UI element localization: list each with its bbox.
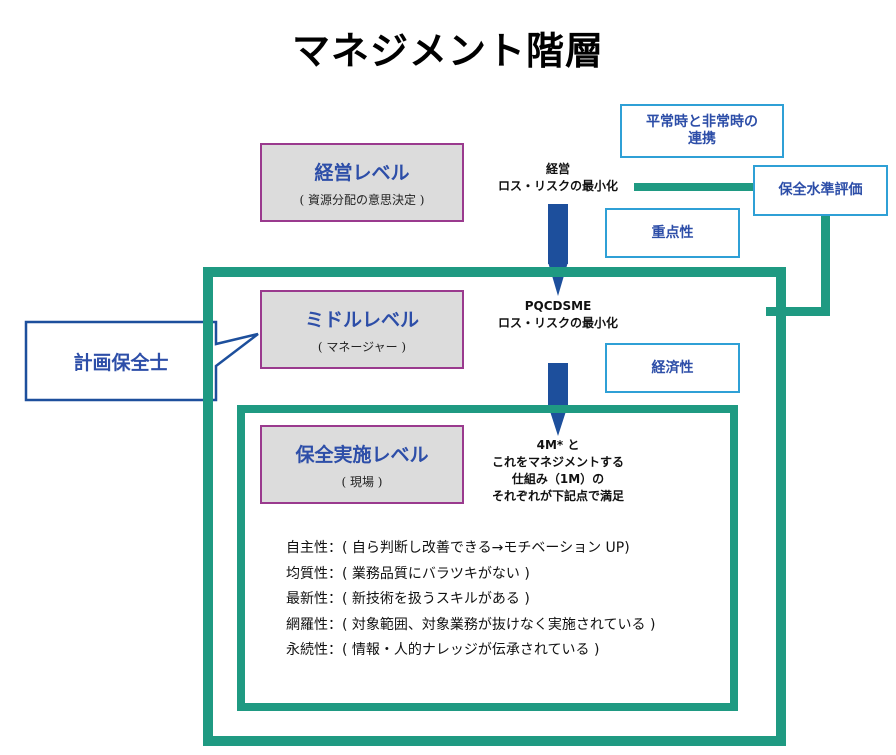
cooperation-line: 平常時と非常時の [646,114,758,130]
middle-level-frame [203,267,786,746]
management-goal-line: 経営 [545,162,570,176]
criteria-list: 自主性：( 自ら判断し改善できる→モチベーション UP) 均質性：( 業務品質に… [286,536,655,664]
execution-goal-line: それぞれが下記点で満足 [491,489,624,503]
management-level-sub: ( 資源分配の意思決定 ) [299,192,425,207]
execution-level-box: 保全実施レベル ( 現場 ) [260,425,464,504]
criteria-item: 自主性：( 自ら判断し改善できる→モチベーション UP) [286,540,630,556]
connector-join [766,307,830,316]
criteria-item: 網羅性：( 対象範囲、対象業務が抜けなく実施されている ) [286,616,656,633]
cooperation-line: 連携 [688,131,716,147]
middle-goal-line: ロス・リスクの最小化 [497,316,618,330]
connector-top [634,183,754,191]
execution-goal-text: 4M* と これをマネジメントする 仕組み（1M）の それぞれが下記点で満足 [478,437,638,505]
execution-level-sub: ( 現場 ) [341,474,383,489]
middle-goal-text: PQCDSME ロス・リスクの最小化 [478,298,638,332]
management-level-title: 経営レベル [314,161,410,184]
connector-right [821,212,830,316]
middle-level-box: ミドルレベル ( マネージャー ) [260,290,464,369]
evaluation-box: 保全水準評価 [753,165,888,216]
execution-level-title: 保全実施レベル [295,443,429,466]
execution-goal-line: 仕組み（1M）の [511,472,605,486]
callout-bubble [24,320,259,402]
execution-goal-line: 4M* と [536,438,580,452]
priority-box: 重点性 [605,208,740,258]
callout-label: 計画保全士 [73,351,169,374]
middle-goal-line: PQCDSME [524,299,592,313]
criteria-item: 永続性：( 情報・人的ナレッジが伝承されている ) [286,642,600,658]
criteria-item: 最新性：( 新技術を扱うスキルがある ) [286,591,530,607]
economy-box: 経済性 [605,343,740,393]
management-goal-line: ロス・リスクの最小化 [497,179,618,193]
middle-level-sub: ( マネージャー ) [317,339,407,354]
execution-goal-line: これをマネジメントする [491,455,624,469]
management-level-box: 経営レベル ( 資源分配の意思決定 ) [260,143,464,222]
execution-level-frame [237,405,738,711]
criteria-item: 均質性：( 業務品質にバラツキがない ) [286,565,530,582]
page-title: マネジメント階層 [291,29,604,73]
cooperation-box: 平常時と非常時の 連携 [620,104,784,158]
management-goal-text: 経営 ロス・リスクの最小化 [478,161,638,195]
middle-level-title: ミドルレベル [304,308,419,331]
